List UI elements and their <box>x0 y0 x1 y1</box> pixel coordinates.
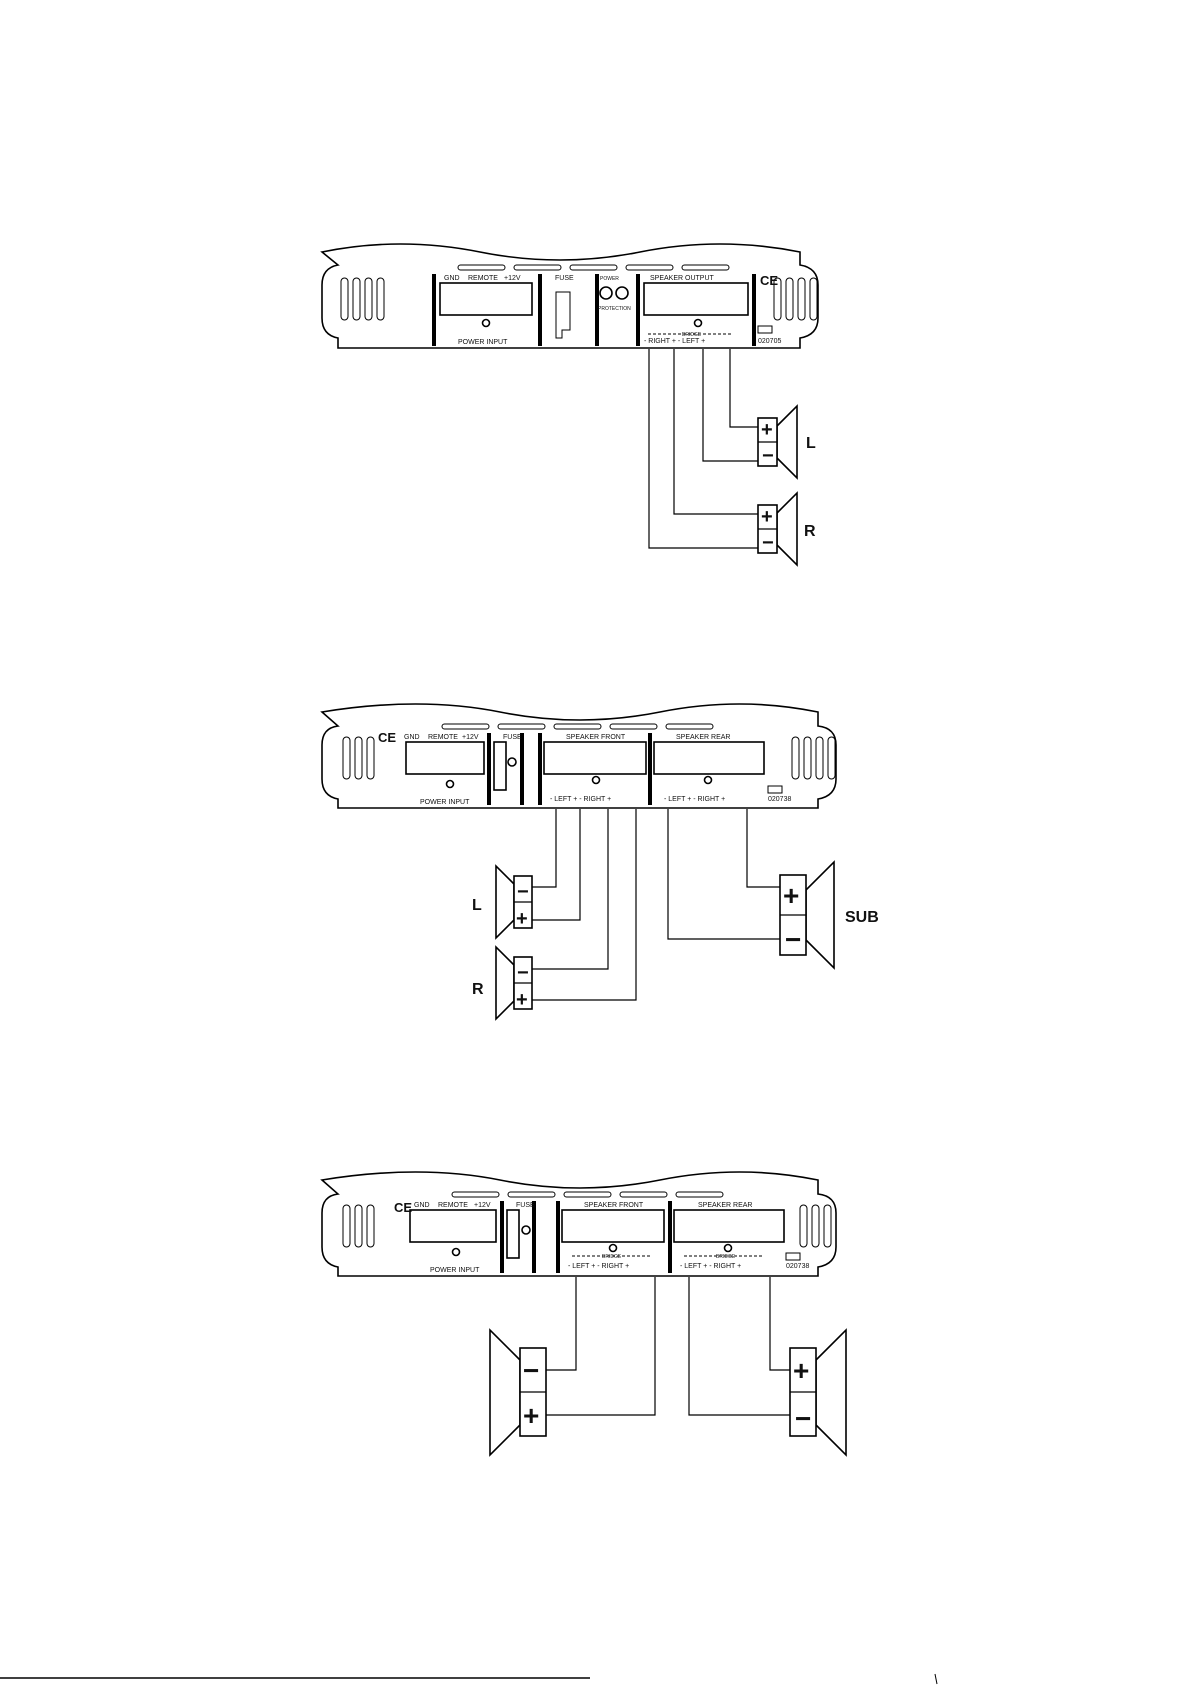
minus-sign: − <box>762 532 774 554</box>
terminals-label: - RIGHT + - LEFT + <box>644 338 705 345</box>
bridge-label: BRIDGE <box>602 1254 622 1260</box>
ce-mark: CE <box>378 730 396 745</box>
minus-sign: − <box>523 1355 539 1386</box>
gnd-label: GND <box>404 734 420 741</box>
wires-2 <box>514 809 780 1001</box>
power-input-label: POWER INPUT <box>458 339 508 346</box>
speaker-rear-label: SPEAKER REAR <box>698 1202 752 1209</box>
bridge-label: BRIDGE <box>716 1254 736 1260</box>
remote-label: REMOTE <box>428 734 458 741</box>
remote-label: REMOTE <box>468 275 498 282</box>
plus-sign: + <box>516 989 528 1011</box>
ce-mark: CE <box>760 273 778 288</box>
fuse-label: FUSE <box>555 275 574 282</box>
speaker-bridged-rear: + − <box>789 1328 847 1457</box>
amplifier-panel-1: GND REMOTE +12V FUSE POWER PROTECTION SP… <box>320 243 819 349</box>
model-code: 020738 <box>786 1263 809 1270</box>
amplifier-panel-3: GND REMOTE +12V FUSE SPEAKER FRONT SPEAK… <box>320 1171 837 1277</box>
fuse-label: FUSE <box>503 734 522 741</box>
plus-sign: + <box>783 880 799 911</box>
plus-sign: + <box>516 908 528 930</box>
speaker-l-label: L <box>806 435 816 452</box>
model-code: 020705 <box>758 338 781 345</box>
gnd-label: GND <box>444 275 460 282</box>
plus-sign: + <box>761 506 773 528</box>
speaker-sub-label: SUB <box>845 909 879 926</box>
ce-mark: CE <box>394 1200 412 1215</box>
rear-terminals-label: - LEFT + - RIGHT + <box>680 1263 741 1270</box>
speaker-r-label: R <box>804 523 816 540</box>
speaker-rear-label: SPEAKER REAR <box>676 734 730 741</box>
protection-label: PROTECTION <box>598 306 631 312</box>
speaker-left-2: − + L <box>472 864 533 940</box>
footer-mark <box>934 1673 938 1685</box>
fuse-label: FUSE <box>516 1202 535 1209</box>
speaker-sub: + − SUB <box>779 860 879 970</box>
speaker-right-2: − + R <box>472 945 533 1021</box>
speaker-right: + − R <box>757 491 816 567</box>
power-input-label: POWER INPUT <box>420 799 470 806</box>
plus-sign: + <box>761 419 773 441</box>
bridge-label: BRIDGE <box>682 332 702 338</box>
speaker-r-label: R <box>472 981 484 998</box>
model-code: 020738 <box>768 796 791 803</box>
speaker-output-label: SPEAKER OUTPUT <box>650 275 715 282</box>
plus-sign: + <box>793 1355 809 1386</box>
power-input-label: POWER INPUT <box>430 1267 480 1274</box>
minus-sign: − <box>785 924 801 955</box>
power-label: POWER <box>600 276 619 282</box>
plus12v-label: +12V <box>462 734 479 741</box>
speaker-l-label: L <box>472 897 482 914</box>
plus-sign: + <box>523 1400 539 1431</box>
plus12v-label: +12V <box>474 1202 491 1209</box>
plus12v-label: +12V <box>504 275 521 282</box>
rear-terminals-label: - LEFT + - RIGHT + <box>664 796 725 803</box>
front-terminals-label: - LEFT + - RIGHT + <box>568 1263 629 1270</box>
minus-sign: − <box>762 445 774 467</box>
speaker-bridged-front: − + <box>489 1328 547 1457</box>
speaker-front-label: SPEAKER FRONT <box>584 1202 644 1209</box>
diagram-3: GND REMOTE +12V FUSE SPEAKER FRONT SPEAK… <box>320 1171 847 1457</box>
minus-sign: − <box>517 881 529 903</box>
wires-3 <box>546 1277 790 1416</box>
minus-sign: − <box>795 1403 811 1434</box>
wires-1 <box>648 349 758 549</box>
speaker-left: + − L <box>757 404 816 480</box>
minus-sign: − <box>517 962 529 984</box>
front-terminals-label: - LEFT + - RIGHT + <box>550 796 611 803</box>
remote-label: REMOTE <box>438 1202 468 1209</box>
amplifier-panel-2: GND REMOTE +12V FUSE SPEAKER FRONT SPEAK… <box>320 703 837 809</box>
gnd-label: GND <box>414 1202 430 1209</box>
speaker-front-label: SPEAKER FRONT <box>566 734 626 741</box>
diagram-1: GND REMOTE +12V FUSE POWER PROTECTION SP… <box>320 243 819 567</box>
diagram-2: GND REMOTE +12V FUSE SPEAKER FRONT SPEAK… <box>320 703 879 1021</box>
